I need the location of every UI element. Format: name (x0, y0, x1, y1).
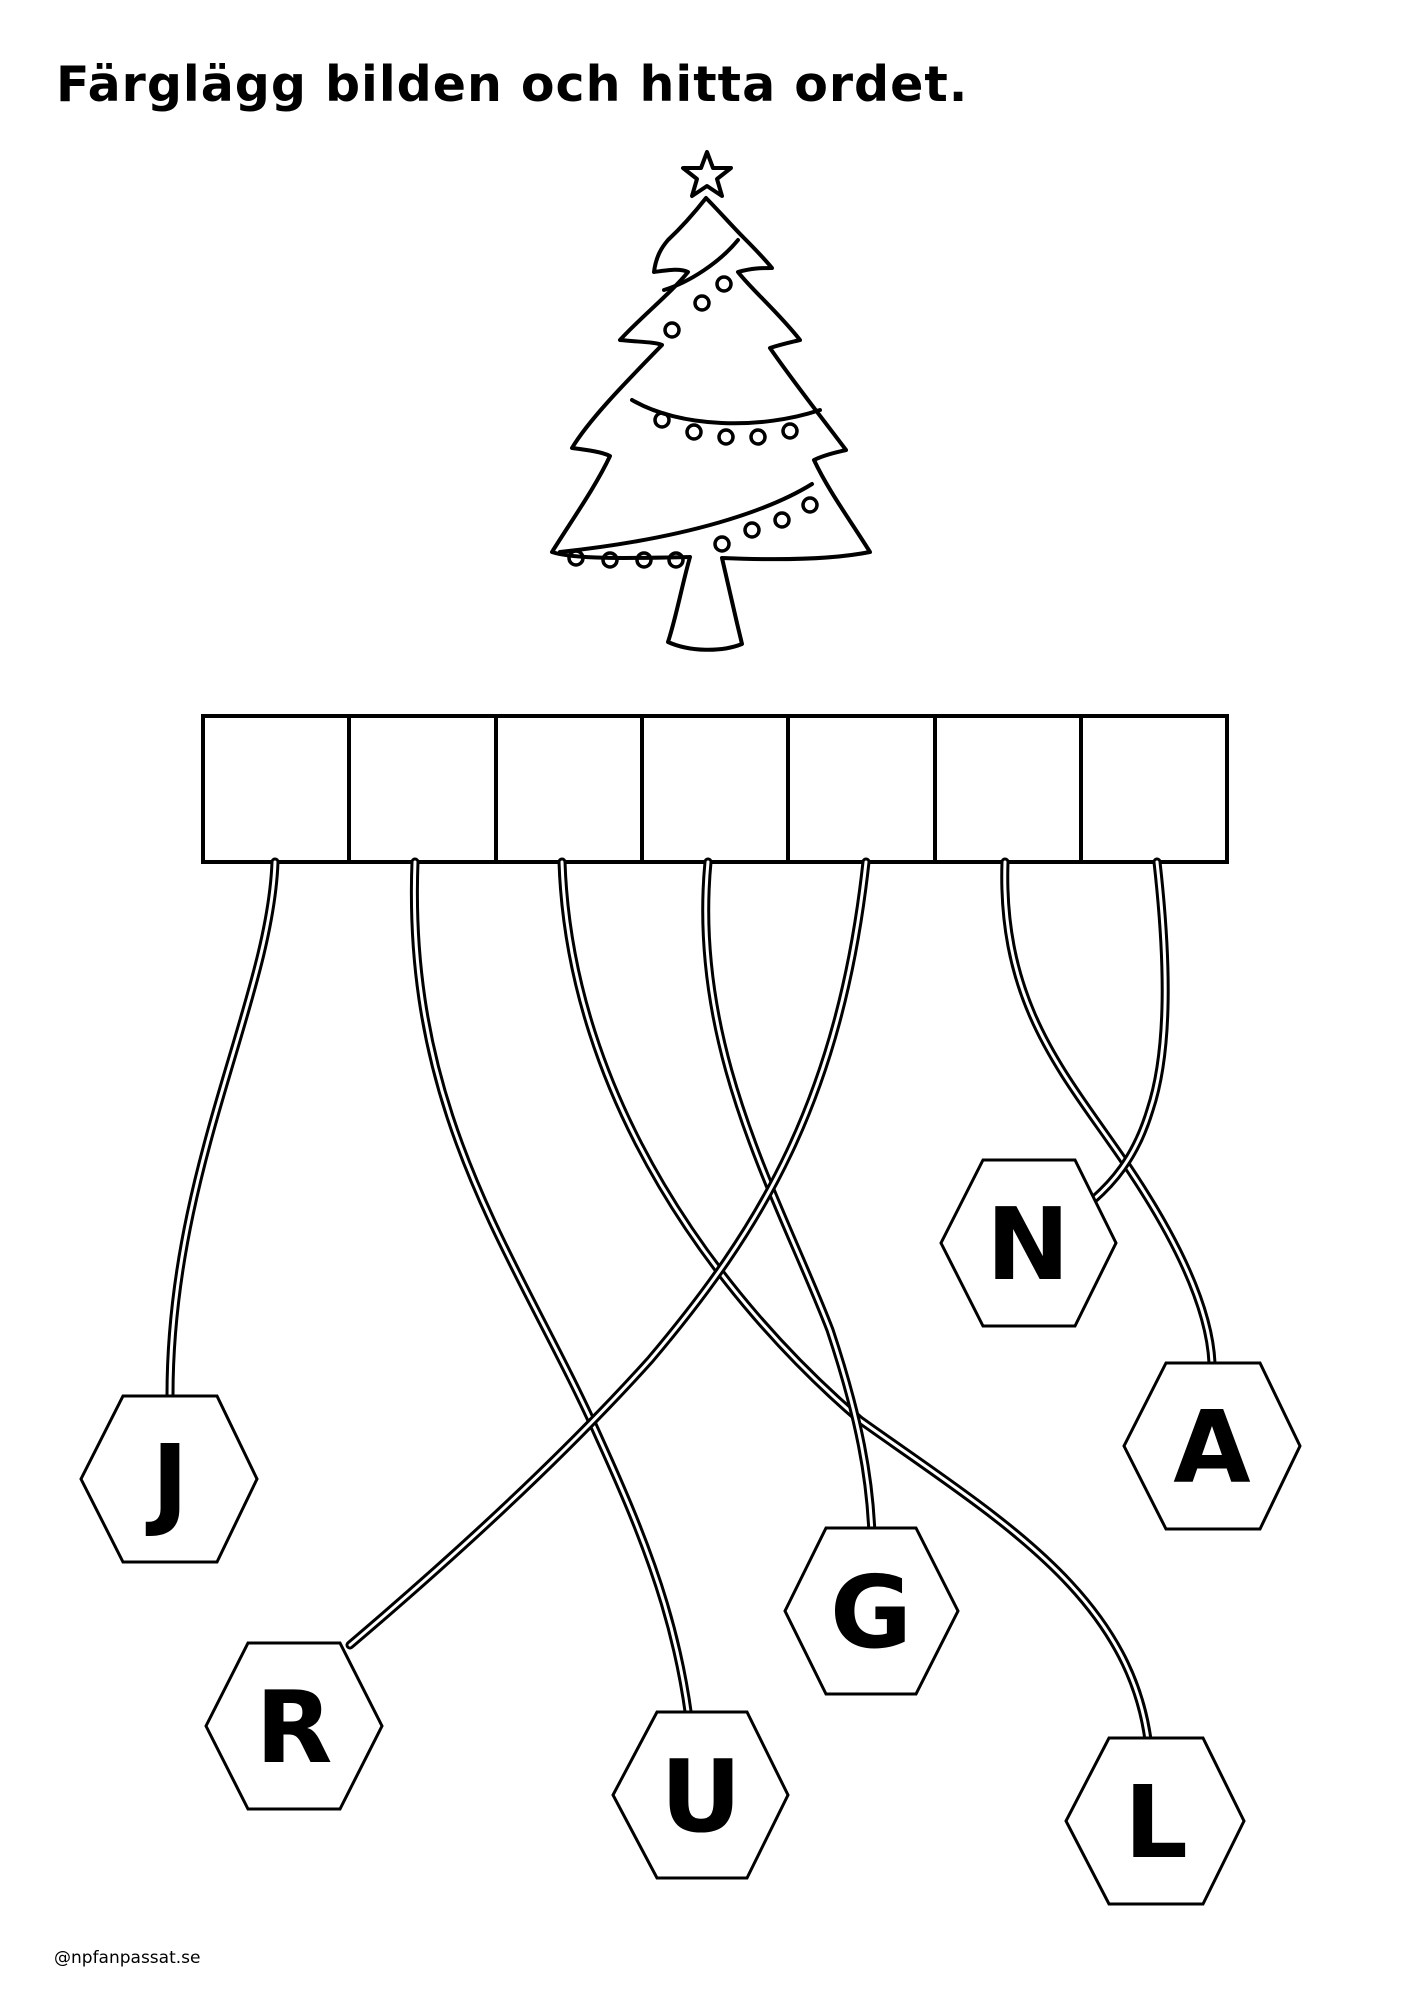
string-box4-to-g-inner (704, 860, 874, 1537)
string-box5-to-r (345, 857, 871, 1650)
hexagon-u: U (611, 1710, 790, 1880)
star-icon (681, 150, 733, 198)
garland-2 (630, 398, 822, 426)
string-box6-to-a-inner (1003, 860, 1214, 1365)
garland-3 (558, 482, 814, 554)
hexagon-g: G (783, 1526, 960, 1696)
hex-letter-a: A (1173, 1389, 1250, 1506)
hex-letter-u: U (660, 1738, 741, 1855)
hex-letter-l: L (1124, 1764, 1188, 1881)
hexagon-l: L (1064, 1736, 1246, 1906)
credit-text: @npfanpassat.se (54, 1948, 201, 1968)
string-box5-to-r-inner (348, 860, 868, 1647)
answer-box-row[interactable] (201, 714, 1229, 864)
hex-letter-j: J (145, 1423, 188, 1540)
hex-letter-g: G (830, 1554, 912, 1671)
hexagon-r: R (204, 1641, 384, 1811)
ornament-lights (567, 275, 819, 569)
christmas-tree-illustration (550, 150, 872, 652)
string-box1-to-j (165, 857, 280, 1400)
hex-letter-r: R (255, 1669, 332, 1786)
letter-hexagons: J R U G L A N (79, 1158, 1302, 1906)
string-box2-to-u (409, 857, 700, 1795)
tree-body (550, 196, 872, 652)
string-box2-to-u-inner (412, 860, 697, 1792)
hexagon-j: J (79, 1394, 259, 1564)
hexagon-n: N (939, 1158, 1118, 1328)
garland-1 (662, 238, 740, 292)
hexagon-a: A (1122, 1361, 1302, 1531)
page-title: Färglägg bilden och hitta ordet. (56, 56, 969, 113)
connecting-strings (165, 857, 1217, 1795)
hex-letter-n: N (986, 1186, 1070, 1303)
string-box7-to-n-inner (1091, 860, 1167, 1202)
answer-box-row-outline (201, 714, 1229, 864)
string-box7-to-n (1088, 857, 1170, 1205)
string-box1-to-j-inner (168, 860, 277, 1397)
